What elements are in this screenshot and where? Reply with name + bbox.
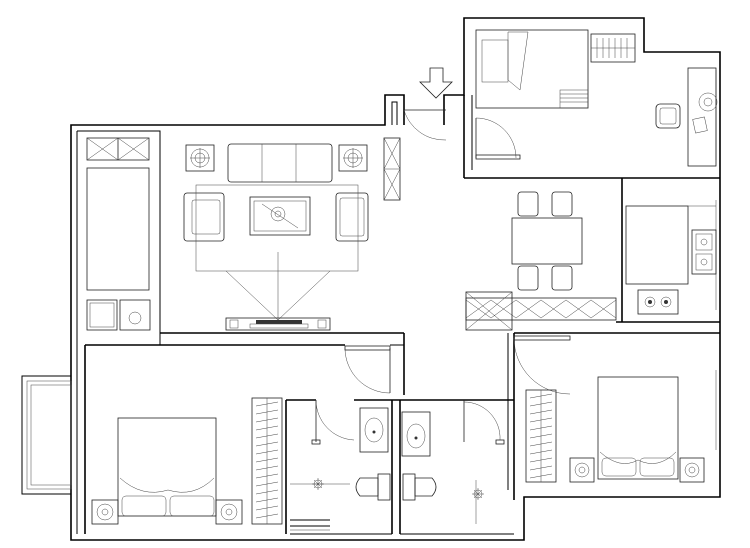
nightstand-right-2 xyxy=(679,457,705,483)
dining-chair xyxy=(551,265,573,291)
master-bed xyxy=(117,417,217,517)
dining-area xyxy=(465,191,617,331)
kitchen xyxy=(625,205,717,315)
shoe-cabinet xyxy=(383,137,401,201)
armchair-right xyxy=(335,192,369,242)
dining-chair xyxy=(551,191,573,217)
sideboard xyxy=(465,291,617,331)
shower-left xyxy=(290,478,350,490)
study xyxy=(475,29,718,167)
interior-walls xyxy=(84,95,720,535)
shower-right xyxy=(472,480,484,524)
armchair-left xyxy=(183,192,225,242)
nightstand-right xyxy=(215,499,243,525)
bathroom-left xyxy=(290,407,391,501)
toilet-left xyxy=(355,473,391,501)
front-balcony xyxy=(21,375,72,495)
sofa xyxy=(227,143,333,183)
tv-cabinet xyxy=(225,317,331,331)
dining-chair xyxy=(517,191,539,217)
nightstand-left-2 xyxy=(569,457,595,483)
kitchen-island xyxy=(625,205,689,285)
washbasin-left xyxy=(359,407,389,453)
lamp-table-right xyxy=(338,144,368,172)
storage-cabinet xyxy=(86,137,150,161)
dining-table xyxy=(511,217,583,265)
second-wardrobe xyxy=(525,389,557,483)
coffee-table xyxy=(249,196,311,236)
toilet-right xyxy=(402,473,437,501)
doors xyxy=(311,109,571,445)
rug xyxy=(195,184,359,272)
balcony-cabinet xyxy=(86,167,150,291)
dining-chair xyxy=(517,265,539,291)
second-bed xyxy=(597,376,679,480)
master-bedroom xyxy=(91,397,283,525)
outer-walls xyxy=(70,17,721,541)
stove xyxy=(637,289,679,315)
windows xyxy=(290,70,717,531)
living-room xyxy=(86,137,401,331)
bathroom-right xyxy=(401,411,484,524)
lamp-table-left xyxy=(185,144,215,172)
study-desk xyxy=(687,67,718,167)
study-bed xyxy=(475,29,589,109)
desk-chair xyxy=(655,103,681,129)
study-shelf xyxy=(590,33,636,63)
washbasin-right xyxy=(401,411,431,457)
entrance-arrow-icon xyxy=(419,67,453,99)
kitchen-sink xyxy=(691,229,717,275)
second-bedroom xyxy=(525,376,705,483)
master-wardrobe xyxy=(251,397,283,525)
washing-machine xyxy=(86,299,118,331)
nightstand-left xyxy=(91,499,119,525)
tv-sightlines xyxy=(225,252,331,321)
utility-sink xyxy=(119,299,151,331)
